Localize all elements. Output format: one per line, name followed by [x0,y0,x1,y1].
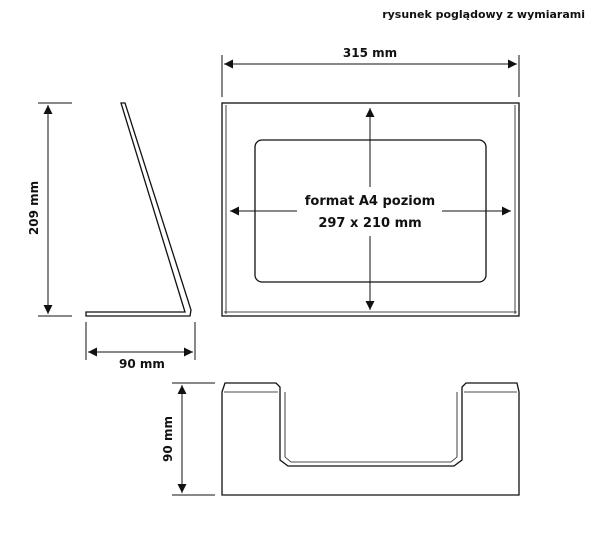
side-height-dimension [38,102,72,317]
front-panel [221,102,520,317]
side-depth-dimension [85,322,196,360]
insert-format-label: format A4 poziom [305,194,435,209]
front-width-dimension [221,55,520,97]
drawing-caption: rysunek poglądowy z wymiarami [382,8,585,21]
side-height-label: 209 mm [27,181,41,235]
side-view [85,102,192,317]
bottom-height-dimension [172,382,215,496]
insert-size-label: 297 x 210 mm [318,216,421,231]
bottom-height-label: 90 mm [161,416,175,462]
side-depth-label: 90 mm [119,357,165,371]
bottom-view [221,382,520,496]
front-width-label: 315 mm [343,46,397,60]
bottom-outline [221,382,520,496]
side-profile [85,102,192,317]
insert-arrows [230,108,511,310]
